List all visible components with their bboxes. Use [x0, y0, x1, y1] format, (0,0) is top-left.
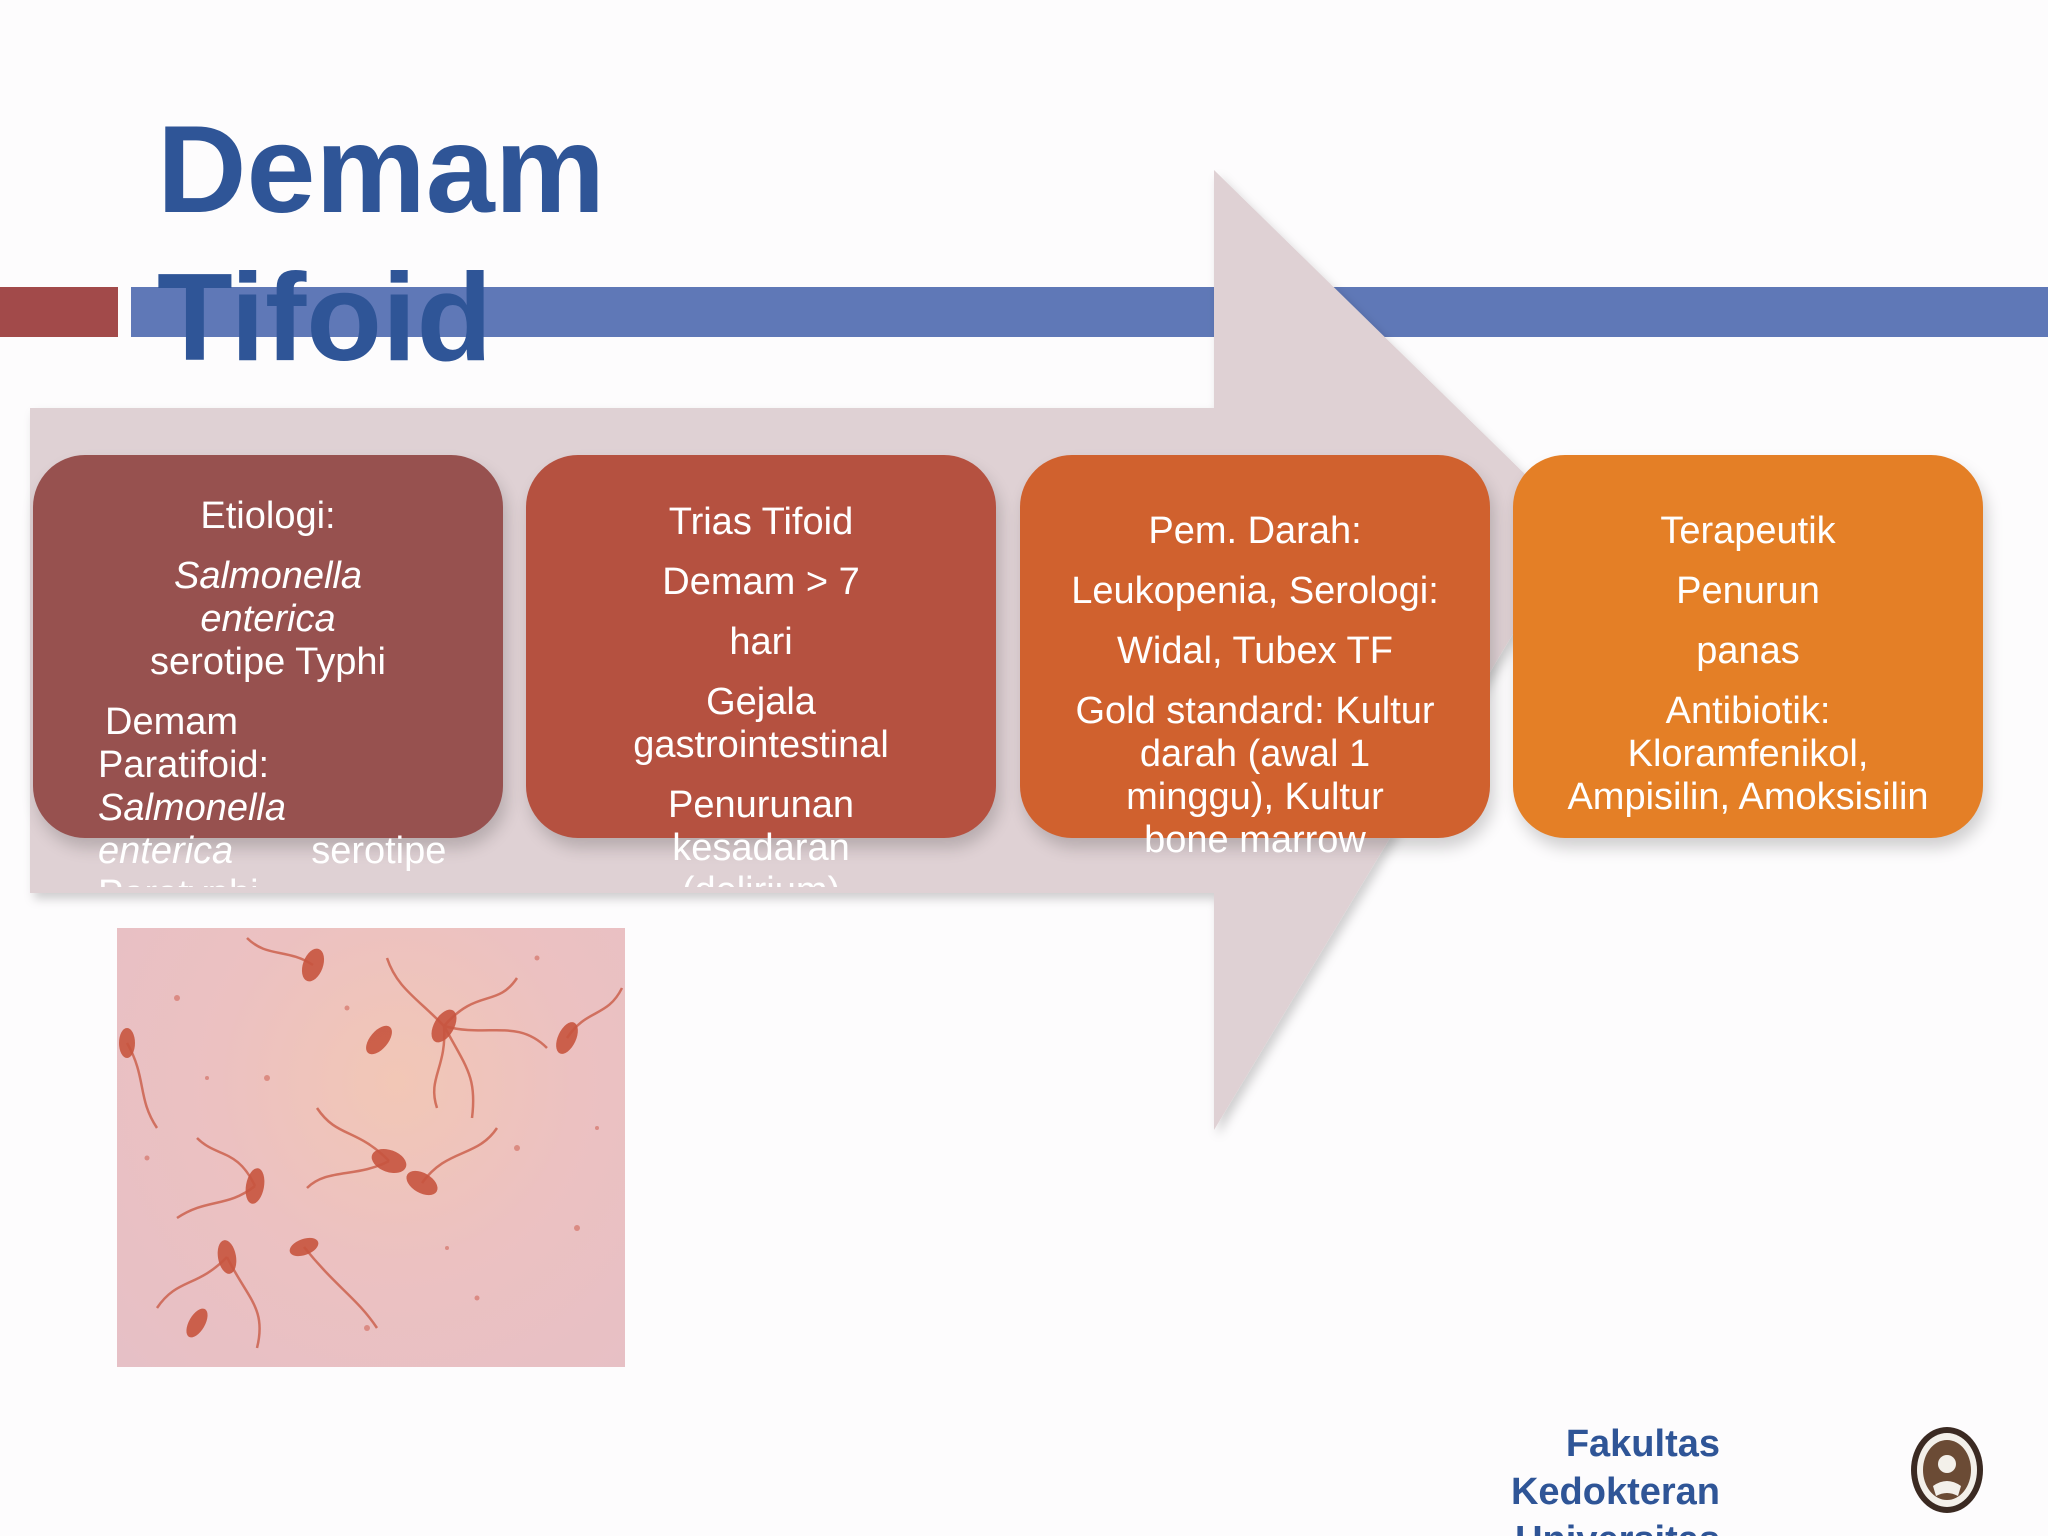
triad-line: kesadaran	[672, 827, 850, 869]
blood-test-line: Leukopenia, Serologi:	[1071, 570, 1439, 612]
etiology-line: enterica	[98, 830, 234, 872]
blood-test-line: darah (awal 1	[1139, 733, 1371, 775]
triad-heading: Trias Tifoid	[668, 501, 854, 543]
footer-institution: Fakultas Kedokteran Universitas	[1470, 1420, 1720, 1536]
etiology-line: Demam	[105, 701, 239, 743]
etiology-heading: Etiologi:	[200, 495, 336, 537]
therapy-line: Kloramfenikol,	[1627, 733, 1869, 775]
header-stripe-blue	[131, 287, 2048, 337]
triad-line: gastrointestinal	[633, 724, 889, 766]
therapy-line: Ampisilin, Amoksisilin	[1567, 776, 1929, 818]
triad-line: (delirium)	[548, 870, 974, 887]
etiology-line: enterica	[200, 598, 336, 640]
etiology-box: Etiologi: Salmonella enterica serotipe T…	[33, 455, 503, 887]
footer-line: Universitas	[1470, 1516, 1720, 1536]
etiology-line-row: enterica serotipe	[55, 830, 481, 873]
university-seal-icon	[1911, 1427, 1983, 1513]
therapy-box: Terapeutik Penurun panas Antibiotik: Klo…	[1513, 455, 1983, 838]
etiology-line: Salmonella	[98, 787, 286, 829]
etiology-line: Salmonella	[174, 555, 362, 597]
blood-test-heading: Pem. Darah:	[1148, 510, 1362, 552]
header-stripe-red	[0, 287, 118, 337]
triad-line: Demam > 7	[662, 561, 860, 603]
blood-test-line: Gold standard: Kultur	[1075, 690, 1435, 732]
triad-line: Gejala	[706, 681, 816, 723]
footer-line: Kedokteran	[1510, 1471, 1720, 1513]
bacteria-drawing	[119, 937, 624, 1349]
therapy-line: panas	[1696, 630, 1800, 672]
blood-test-box: Pem. Darah: Leukopenia, Serologi: Widal,…	[1020, 455, 1490, 861]
etiology-line: Paratifoid:	[98, 744, 270, 786]
blood-test-line: Widal, Tubex TF	[1117, 630, 1393, 672]
slide-title: Demam Tifoid	[157, 101, 605, 387]
footer-line: Fakultas	[1565, 1423, 1720, 1465]
therapy-heading: Terapeutik	[1660, 510, 1836, 552]
etiology-line: serotipe	[311, 830, 447, 872]
etiology-line: serotipe Typhi	[150, 641, 386, 683]
triad-line: hari	[729, 621, 793, 663]
therapy-line: Penurun	[1676, 570, 1820, 612]
salmonella-micrograph	[117, 928, 625, 1367]
etiology-line: Paratyphi	[55, 873, 481, 887]
therapy-line: Antibiotik:	[1665, 690, 1831, 732]
triad-line: Penurunan	[668, 784, 854, 826]
blood-test-line: bone marrow	[1144, 819, 1366, 861]
blood-test-line: minggu), Kultur	[1126, 776, 1384, 818]
triad-box: Trias Tifoid Demam > 7 hari Gejala gastr…	[526, 455, 996, 887]
